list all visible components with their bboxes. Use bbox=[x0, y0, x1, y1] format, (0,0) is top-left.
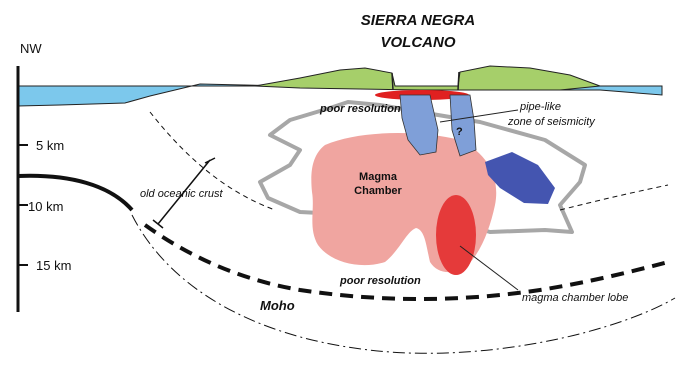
magma-chamber-lobe-label: magma chamber lobe bbox=[522, 292, 628, 304]
depth-10km-label: 10 km bbox=[28, 199, 63, 214]
pipe-like-label-line1: pipe-like bbox=[519, 101, 561, 113]
caldera-wall-left bbox=[392, 73, 393, 90]
pipe-like-label-line2: zone of seismicity bbox=[507, 116, 596, 128]
magma-chamber-lobe bbox=[436, 195, 476, 275]
caldera-wall-right bbox=[458, 72, 459, 90]
poor-resolution-top-label: poor resolution bbox=[319, 103, 401, 115]
magma-chamber-label-line2: Chamber bbox=[354, 185, 402, 197]
volcano-title-line2: VOLCANO bbox=[381, 34, 456, 51]
lobe-leader-line bbox=[460, 246, 518, 290]
poor-resolution-bottom-label: poor resolution bbox=[339, 275, 421, 287]
volcano-edifice bbox=[255, 66, 600, 90]
magma-chamber-label-line1: Magma bbox=[359, 171, 398, 183]
direction-label: NW bbox=[20, 41, 42, 56]
depth-5km-label: 5 km bbox=[36, 138, 64, 153]
old-oceanic-crust-label: old oceanic crust bbox=[140, 188, 223, 200]
question-mark-label: ? bbox=[456, 126, 463, 138]
moho-label: Moho bbox=[260, 298, 295, 313]
volcano-title-line1: SIERRA NEGRA bbox=[361, 12, 475, 29]
depth-15km-label: 15 km bbox=[36, 258, 71, 273]
